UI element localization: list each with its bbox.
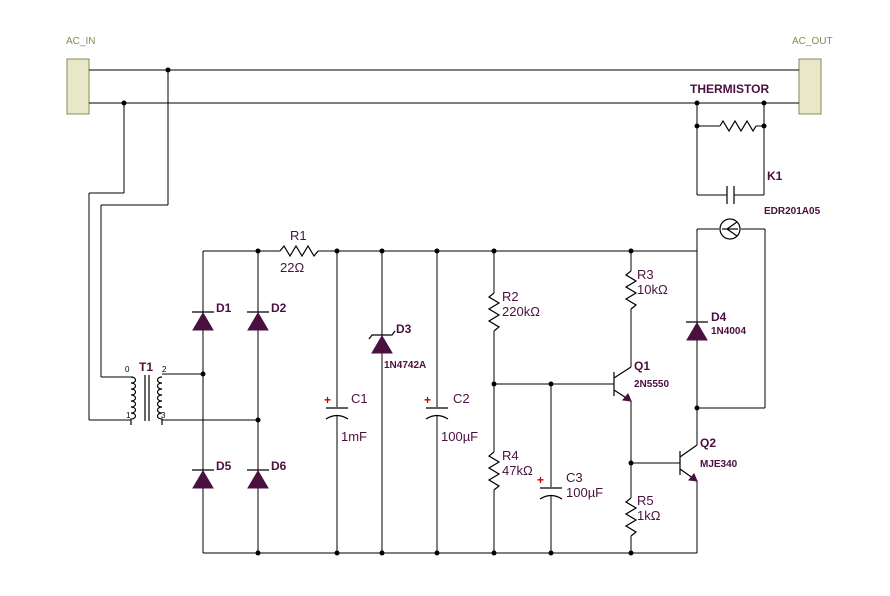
q2-part: MJE340 [700,459,738,470]
r5-value: 1kΩ [637,508,661,523]
r3-value: 10kΩ [637,282,668,297]
relay-coil-icon [719,218,741,240]
transformer-t1: T1 0 2 1 3 [125,360,261,425]
capacitor-c2: + C2 100µF [424,251,478,553]
diode-d6: D6 [247,459,287,489]
r2-value: 220kΩ [502,304,540,319]
transistor-q2: Q2 MJE340 [631,436,738,553]
c2-value: 100µF [441,429,478,444]
r4-ref: R4 [502,448,519,463]
r4-value: 47kΩ [502,463,533,478]
c2-ref: C2 [453,391,470,406]
c1-polarity-mark: + [324,393,331,407]
zener-d3: D3 1N4742A [368,251,426,553]
d3-ref: D3 [396,322,412,336]
q1-ref: Q1 [634,359,650,373]
diode-d1: D1 [192,301,232,331]
diode-d4: D4 1N4004 [686,251,765,445]
bridge-rectifier: D1 D2 D5 D6 [192,248,287,556]
diode-d2: D2 [247,301,287,331]
r5-ref: R5 [637,493,654,508]
c1-ref: C1 [351,391,368,406]
relay-part: EDR201A05 [764,206,821,217]
ac-in-label: AC_IN [66,36,95,47]
diode-d5-ref: D5 [216,459,232,473]
diode-d5: D5 [192,459,232,489]
base-node [491,381,614,387]
transistor-q1: Q1 2N5550 [613,359,669,498]
diode-d6-ref: D6 [271,459,287,473]
ac-in-connector: AC_IN [66,36,100,115]
c3-value: 100µF [566,485,603,500]
transformer-pin-1: 1 [126,411,131,420]
relay-ref: K1 [767,169,783,183]
c3-polarity-mark: + [537,473,544,487]
c3-ref: C3 [566,470,583,485]
capacitor-c3: + C3 100µF [537,384,603,553]
resistor-r2: R2 220kΩ [487,251,540,452]
r1-value: 22Ω [280,260,304,275]
r2-ref: R2 [502,289,519,304]
resistor-r4: R4 47kΩ [487,448,533,553]
capacitor-c1: + C1 1mF [324,251,368,553]
resistor-r3: R3 10kΩ [624,251,668,367]
c1-value: 1mF [341,429,367,444]
r1-resistor: R1 22Ω [279,228,319,275]
transformer-ref: T1 [139,360,153,374]
c2-polarity-mark: + [424,393,431,407]
transformer-pin-2: 2 [162,365,167,374]
transformer-pin-0: 0 [125,365,130,374]
thermistor-relay-section: THERMISTOR K1 EDR201A05 [690,82,821,408]
q1-part: 2N5550 [634,379,669,390]
thermistor-resistor [719,119,757,133]
d3-part: 1N4742A [384,360,426,371]
d4-ref: D4 [711,310,727,324]
resistor-r5: R5 1kΩ [624,493,661,553]
thermistor-label: THERMISTOR [690,82,769,96]
transformer-pin-3: 3 [161,411,166,420]
q2-ref: Q2 [700,436,716,450]
supply-rails [203,248,697,556]
diode-d1-ref: D1 [216,301,232,315]
ac-out-connector: AC_OUT [792,36,833,115]
r3-ref: R3 [637,267,654,282]
d4-part: 1N4004 [711,326,746,337]
ac-out-label: AC_OUT [792,36,833,47]
diode-d2-ref: D2 [271,301,287,315]
r1-ref: R1 [290,228,307,243]
ac-mains-wiring [88,67,799,421]
